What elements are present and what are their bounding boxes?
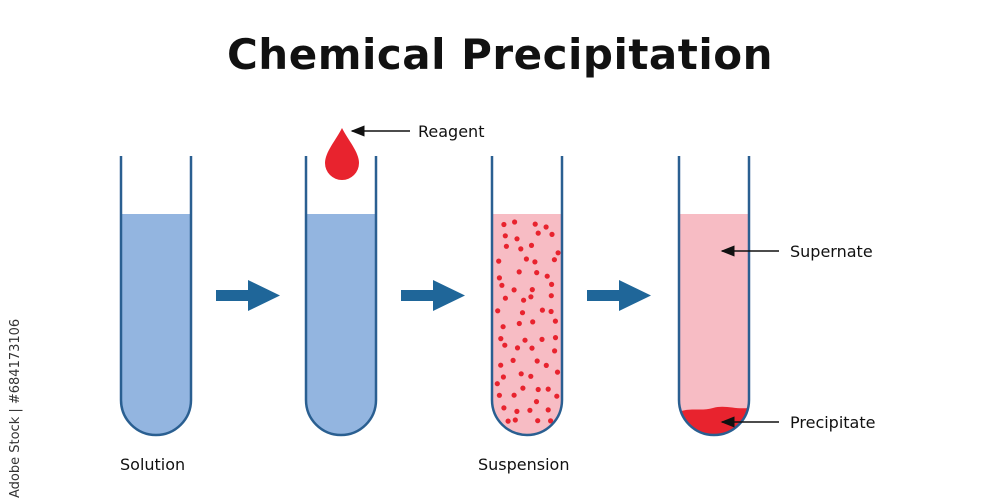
process-arrow-3 (587, 280, 651, 311)
particle-dot (500, 374, 506, 380)
particle-dot (514, 236, 520, 242)
label-precipitate: Precipitate (790, 413, 876, 432)
process-arrow-1 (216, 280, 280, 311)
precipitate-layer (679, 406, 749, 435)
particle-dot (503, 243, 509, 249)
particle-dot (528, 373, 534, 379)
test-tube-4 (677, 156, 751, 437)
particle-dot (502, 233, 508, 239)
particle-dot (512, 417, 518, 423)
particle-dot (514, 345, 521, 351)
tube-suspension (490, 156, 564, 437)
particle-dot (554, 393, 560, 399)
particle-dot (501, 405, 507, 411)
particle-dot (532, 221, 538, 227)
particle-dot (496, 275, 502, 281)
label-supernate: Supernate (790, 242, 873, 261)
particle-dot (505, 418, 511, 424)
particle-dot (502, 342, 508, 348)
particle-dot (543, 224, 549, 230)
particle-dot (535, 230, 541, 236)
test-tube-1 (119, 156, 193, 437)
particle-dot (549, 281, 555, 287)
particle-dot (494, 381, 500, 387)
particle-dot (552, 348, 558, 354)
particle-dot (552, 335, 559, 341)
particle-dot (549, 231, 555, 237)
solution-liquid (306, 214, 376, 435)
particle-dot (498, 336, 504, 342)
tube-settled (677, 156, 779, 437)
particle-dot (555, 250, 561, 256)
particle-dot (498, 362, 504, 368)
particle-dot (516, 269, 522, 275)
particle-dot (496, 258, 502, 264)
particle-dot (545, 407, 551, 413)
particle-dot (502, 295, 508, 301)
tube-reagent (304, 125, 410, 437)
particle-dot (527, 407, 533, 413)
particle-dot (532, 259, 538, 265)
particle-dot (511, 287, 517, 293)
particle-dot (518, 371, 524, 377)
particle-dot (501, 221, 507, 228)
supernate-liquid (679, 214, 749, 435)
particle-dot (533, 399, 540, 405)
particle-dot (511, 219, 518, 225)
test-tube-2 (304, 156, 378, 437)
particle-dot (548, 293, 554, 299)
particle-dot (543, 362, 549, 368)
particle-dot (552, 318, 559, 324)
particle-dot (511, 392, 517, 398)
particle-dot (520, 385, 526, 391)
label-suspension: Suspension (478, 455, 570, 474)
particle-dot (529, 287, 535, 293)
particle-dot (554, 369, 561, 375)
particle-dot (523, 256, 530, 262)
particle-dot (548, 418, 554, 424)
particle-dot (514, 408, 520, 414)
particle-dot (534, 270, 540, 276)
particle-dot (522, 337, 528, 343)
particle-dot (548, 308, 554, 315)
particle-dot (518, 246, 524, 252)
reagent-drop-icon (325, 128, 359, 180)
suspended-particles (494, 219, 561, 424)
particle-dot (529, 345, 535, 351)
particle-dot (528, 294, 534, 300)
particle-dot (534, 358, 540, 364)
particle-dot (535, 418, 541, 424)
particle-dot (551, 257, 558, 263)
particle-dot (530, 319, 536, 325)
particle-dot (499, 282, 505, 288)
process-arrow-2 (401, 280, 465, 311)
particle-dot (545, 386, 551, 392)
particle-dot (539, 336, 545, 342)
label-reagent: Reagent (418, 122, 485, 141)
diagram-title: Chemical Precipitation (226, 30, 773, 79)
particle-dot (539, 307, 546, 313)
particle-dot (500, 324, 506, 330)
particle-dot (535, 386, 541, 393)
particle-dot (495, 308, 501, 314)
particle-dot (528, 242, 535, 248)
particle-dot (521, 297, 527, 303)
particle-dot (496, 392, 502, 398)
particle-dot (544, 273, 550, 279)
suspension-liquid (492, 214, 562, 435)
tube-solution (119, 156, 193, 437)
particle-dot (519, 310, 526, 316)
particle-dot (516, 320, 522, 327)
label-solution: Solution (120, 455, 186, 474)
test-tube-3 (490, 156, 564, 437)
solution-liquid (121, 214, 191, 435)
stock-watermark: Adobe Stock | #684173106 (8, 318, 23, 498)
particle-dot (510, 357, 516, 363)
